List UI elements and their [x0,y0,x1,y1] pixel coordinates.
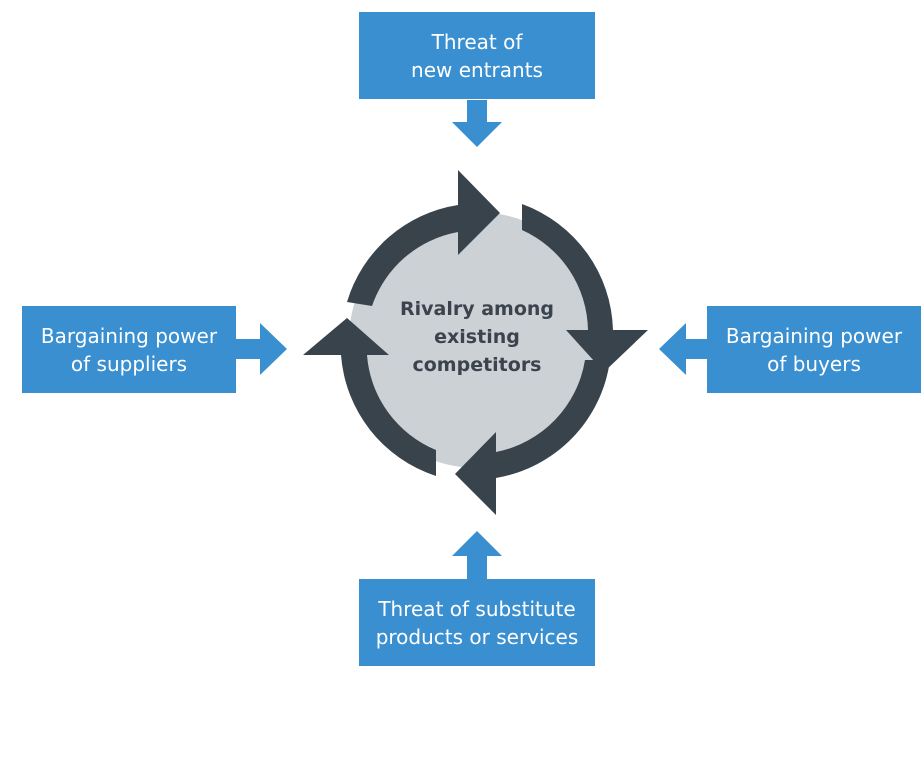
cycle-arrow-left [303,318,436,476]
force-left-line-2: of suppliers [70,351,188,376]
arrow-down-from-entrants [452,100,502,147]
cycle-arrows [303,170,648,515]
center-circle [349,212,605,468]
arrow-left-from-buyers [659,323,707,375]
cycle-arrow-top [347,170,500,306]
cycle-arrow-right [522,204,648,372]
force-top-line-1: Threat of [431,29,523,54]
force-box-suppliers: Bargaining power of suppliers [22,306,236,393]
force-bottom-line-1: Threat of substitute [378,596,576,621]
arrow-right-from-suppliers [236,323,287,375]
force-right-line-2: of buyers [767,351,861,376]
force-left-line-1: Bargaining power [40,323,218,348]
force-top-line-2: new entrants [411,57,543,82]
center-line-1: Rivalry among [399,298,555,320]
center-label: Rivalry among existing competitors [372,295,582,379]
force-bottom-line-2: products or services [375,624,579,649]
center-line-2: existing [434,326,520,348]
cycle-arrow-bottom [455,360,610,515]
force-arrows [236,100,707,579]
arrow-up-from-substitutes [452,531,502,579]
force-right-line-1: Bargaining power [725,323,903,348]
force-box-substitutes: Threat of substitute products or service… [359,579,595,666]
force-box-new-entrants: Threat of new entrants [359,12,595,99]
center-line-3: competitors [412,354,542,376]
force-box-buyers: Bargaining power of buyers [707,306,921,393]
